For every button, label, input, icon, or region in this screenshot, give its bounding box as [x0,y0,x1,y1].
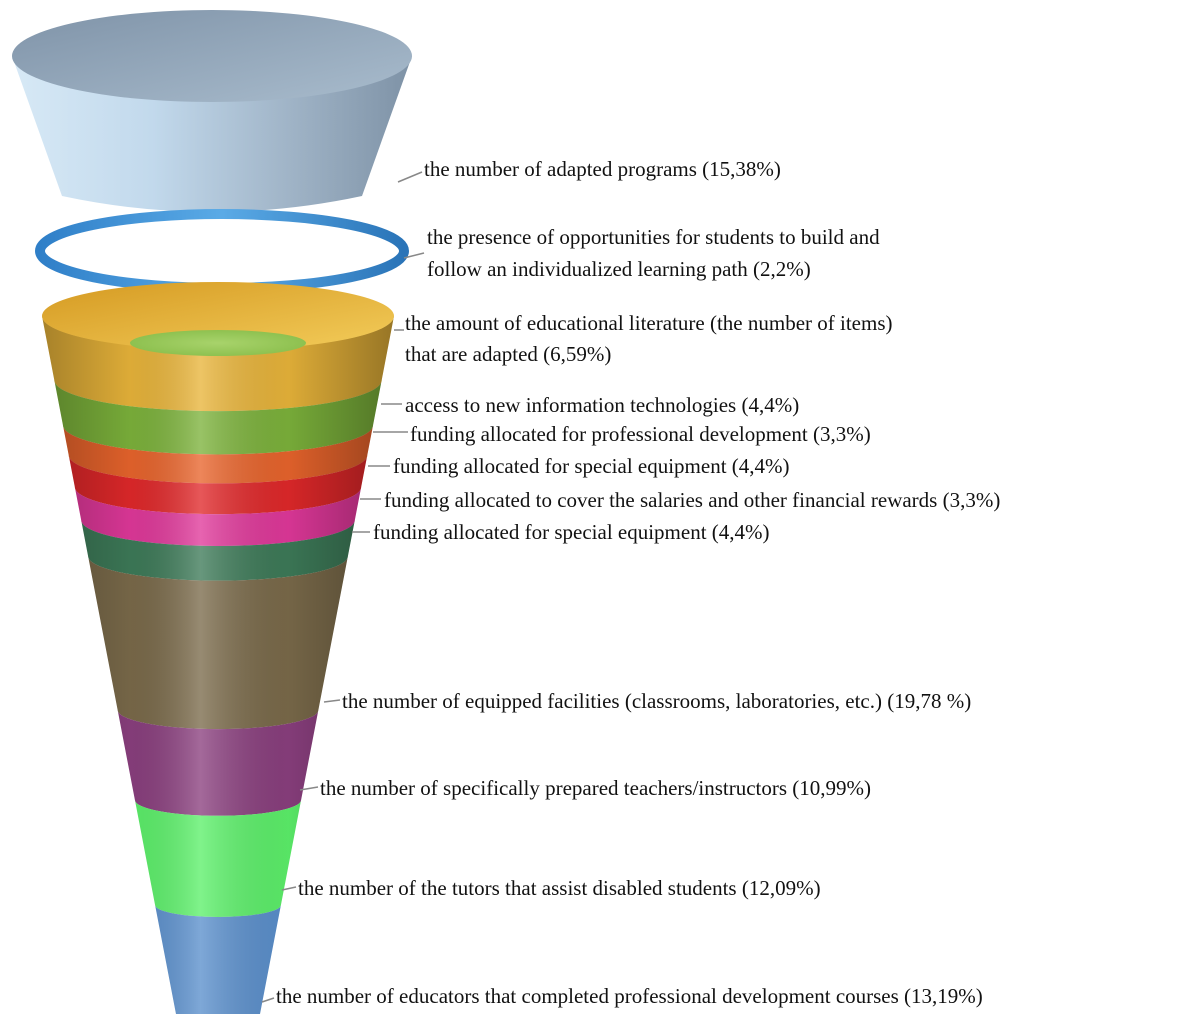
label-adapted-programs: the number of adapted programs (15,38%) [424,157,781,181]
label-learning-path-line1: the presence of opportunities for studen… [427,225,880,249]
label-tutors: the number of the tutors that assist dis… [298,876,821,900]
tick-educators [261,997,275,1003]
label-literature-line2: that are adapted (6,59%) [405,342,612,366]
label-learning-path-line2: follow an individualized learning path (… [427,257,811,281]
label-teachers: the number of specifically prepared teac… [320,776,872,800]
label-info-tech: access to new information technologies (… [405,393,800,417]
segment-learning-path-ring [35,209,409,293]
label-salaries: funding allocated to cover the salaries … [384,488,1001,512]
label-special-equipment-2: funding allocated for special equipment … [373,520,770,544]
tick-facilities [323,699,341,703]
segment-literature-rim [42,282,394,350]
tick-tutors [281,886,297,891]
label-prof-dev-funding: funding allocated for professional devel… [410,422,871,446]
label-special-equipment-1: funding allocated for special equipment … [393,454,790,478]
tick-teachers [299,786,319,791]
segment-literature-opening [130,330,306,356]
tick-adapted-programs [397,171,423,183]
leader-ticks [261,171,425,1003]
segment-adapted-programs-top [12,10,412,102]
cone-shading [42,316,394,1014]
label-facilities: the number of equipped facilities (class… [342,689,972,713]
label-literature-line1: the amount of educational literature (th… [405,311,893,335]
tick-learning-path [403,252,425,259]
label-educators: the number of educators that completed p… [276,984,983,1008]
